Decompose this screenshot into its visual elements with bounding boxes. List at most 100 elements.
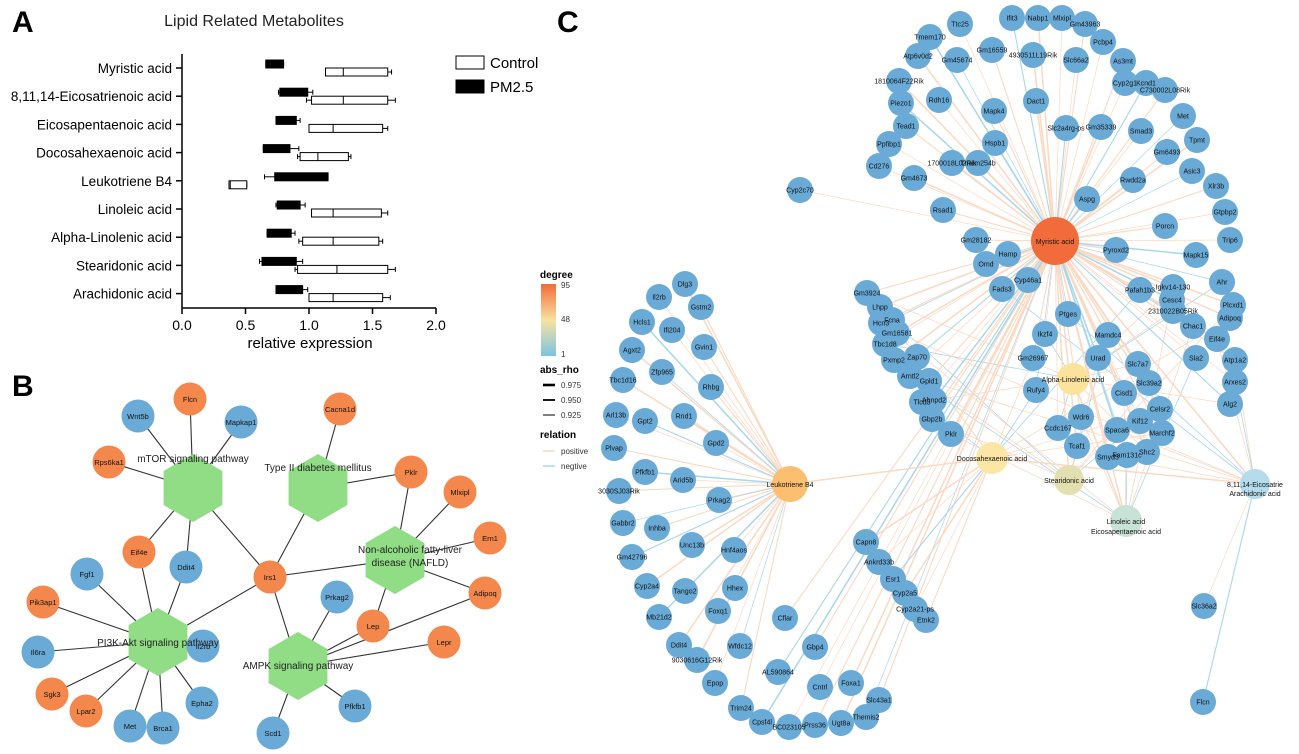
edge xyxy=(1054,41,1104,242)
gene-node-gm35339 xyxy=(1088,114,1114,140)
gene-node-4930511l19rik xyxy=(1020,42,1046,68)
gene-label-hamp: Hamp xyxy=(999,252,1018,259)
gene-label-slc43a1: Slc43a1 xyxy=(866,698,891,705)
box xyxy=(302,236,380,246)
gene-label-4930511l19rik: 4930511L19Rik xyxy=(1009,53,1058,60)
gene-node-adipoq xyxy=(1217,305,1243,331)
x-tick-label: 0.5 xyxy=(236,317,256,333)
gene-label-rufy4: Rufy4 xyxy=(1027,388,1045,395)
panel-letter-a: A xyxy=(12,6,34,39)
gene-node-pafah1b3 xyxy=(1127,277,1153,303)
gene-label-flcn: Flcn xyxy=(183,395,197,404)
gene-label-gtpbp2: Gtpbp2 xyxy=(1214,210,1237,217)
edge xyxy=(850,240,1056,684)
edge xyxy=(1203,483,1256,607)
gene-node-ern1 xyxy=(473,521,507,555)
gene-node-9030616g12rik xyxy=(684,647,710,673)
edge xyxy=(933,240,1056,401)
gene-label-mb21d2: Mb21d2 xyxy=(646,615,671,622)
gene-node-unc13b xyxy=(679,532,705,558)
gene-label-ikzf4: Ikzf4 xyxy=(1038,332,1053,339)
gene-node-mapk15 xyxy=(1183,242,1209,268)
gene-label-chac1: Chac1 xyxy=(1183,324,1203,331)
gene-label-slc66a2: Slc66a2 xyxy=(1063,58,1088,65)
gene-node-ptges xyxy=(1055,301,1081,327)
gene-label-unc13b: Unc13b xyxy=(680,543,704,550)
edge xyxy=(641,321,791,485)
gene-label-cacna1d: Cacna1d xyxy=(325,405,355,414)
gene-label-gpd2: Gpd2 xyxy=(707,441,724,448)
box xyxy=(308,293,384,303)
gene-node-1700018l02rik xyxy=(939,150,965,176)
gene-node-mamdc4 xyxy=(1095,322,1121,348)
hub-node-leukotriene-b4 xyxy=(772,466,808,502)
edge xyxy=(1054,59,1077,242)
gene-node-dlg3 xyxy=(672,271,698,297)
gene-node-hhex xyxy=(722,575,748,601)
gene-node-mb21d2 xyxy=(646,604,672,630)
gene-label-igkv14-130: Igkv14-130 xyxy=(1156,285,1191,292)
hub-node-myristic-acid xyxy=(1031,217,1079,265)
edge xyxy=(1054,82,1147,242)
gene-label-pfkfb1: Pfkfb1 xyxy=(344,702,365,711)
gene-node-gbp4 xyxy=(802,634,828,660)
gene-label-c730002l08rik: C730002L08Rik xyxy=(1140,88,1191,95)
edge xyxy=(896,240,1056,334)
box xyxy=(276,200,301,210)
gene-node-ifi204 xyxy=(659,317,685,343)
gene-label-tbc1d8: Tbc1d8 xyxy=(873,342,896,349)
edge xyxy=(892,457,993,580)
gene-node-adipoq xyxy=(468,576,502,610)
gene-node-trip6 xyxy=(1217,227,1243,253)
gene-node-pklr xyxy=(394,455,428,489)
gene-label-lepr: Lepr xyxy=(436,638,452,647)
gene-node-ahr xyxy=(1209,269,1235,295)
edge xyxy=(1054,239,1231,242)
gene-node-ddit4 xyxy=(666,632,692,658)
gene-label-gm6493: Gm6493 xyxy=(1154,150,1181,157)
legend-swatch-pm2-5 xyxy=(455,79,485,94)
edge xyxy=(710,386,791,485)
gene-label-gstm2: Gstm2 xyxy=(691,305,712,312)
gene-node-tcaf1 xyxy=(1064,433,1090,459)
gene-node-arl13b xyxy=(603,402,629,428)
hub-label-leukotriene-b4: Leukotriene B4 xyxy=(766,482,813,489)
gene-label-fcna: Fcna xyxy=(884,318,900,325)
edge xyxy=(1054,240,1223,283)
edge xyxy=(819,240,1056,688)
x-tick-label: 2.0 xyxy=(426,317,446,333)
legend-abs-rho-value: 0.975 xyxy=(561,381,582,390)
pathway-label-line: Non-alcoholic fatty-liver xyxy=(358,545,463,556)
gene-node-celsr2 xyxy=(1147,396,1173,422)
gene-node-mapkap1 xyxy=(224,405,258,439)
gene-label-arid5b: Arid5b xyxy=(673,478,693,485)
gene-label-pxmp2: Pxmp2 xyxy=(883,358,905,365)
gene-node-rdh16 xyxy=(926,87,952,113)
gene-label-cyp2a4: Cyp2a4 xyxy=(635,584,659,591)
gene-label-arntl2: Arntl2 xyxy=(901,374,919,381)
gene-node-gabbr2 xyxy=(610,510,636,536)
gene-node-1810064f22rik xyxy=(886,68,912,94)
edge xyxy=(956,59,1056,242)
edge xyxy=(799,189,1056,242)
panel-letter-b: B xyxy=(12,370,34,403)
hub-label-arachidonic-acid: Arachidonic acid xyxy=(1229,491,1280,498)
y-tick-label: Arachidonic acid xyxy=(73,287,172,302)
gene-label-wdr6: Wdr6 xyxy=(1073,415,1090,422)
gene-label-pcbp4: Pcbp4 xyxy=(1093,40,1113,47)
gene-label-al590864: AL590864 xyxy=(762,670,794,677)
gene-label-xlr3b: Xlr3b xyxy=(1208,184,1224,191)
gene-node-fads3 xyxy=(989,276,1015,302)
edge xyxy=(1116,429,1256,485)
edge xyxy=(1054,240,1234,306)
gene-label-tbc1d16: Tbc1d16 xyxy=(609,378,636,385)
gene-label-gm16559: Gm16559 xyxy=(977,48,1008,55)
pathway-label-type-ii-diabetes-mellitus: Type II diabetes mellitus xyxy=(264,463,371,474)
gene-label-irs1: Irs1 xyxy=(264,573,277,582)
gene-label-zap70: Zap70 xyxy=(907,355,927,362)
gene-label-ankrd33b: Ankrd33b xyxy=(864,560,894,567)
y-tick-label: Leukotriene B4 xyxy=(81,174,172,189)
edge xyxy=(991,357,1034,459)
gene-label-9030616g12rik: 9030616G12Rik xyxy=(672,658,723,665)
